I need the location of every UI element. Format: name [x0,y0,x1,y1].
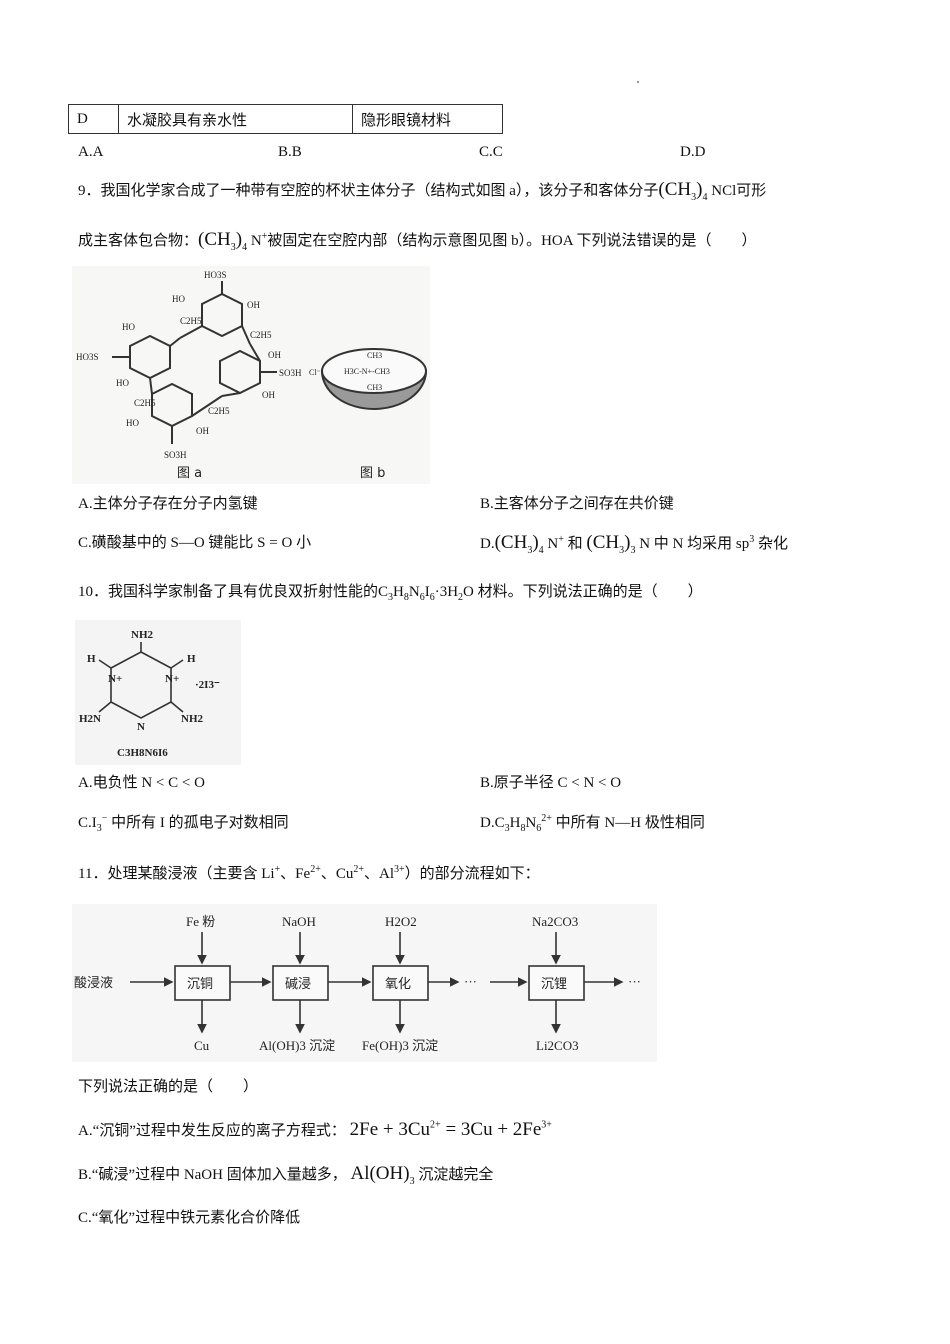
figure-melamine-salt: NH2 H H N+ N+ ·2I3⁻ H2N N NH2 C3H8N6I6 [75,620,241,765]
q10-stem-text: 10．我国科学家制备了具有优良双折射性能的 [78,584,379,600]
choice-b[interactable]: B.B [278,144,302,160]
table-cell-property: 水凝胶具有亲水性 [118,104,353,134]
svg-text:H3C-N+-CH3: H3C-N+-CH3 [344,367,390,376]
q9-stem-text2: 成主客体包合物： [78,233,199,249]
q11-option-a[interactable]: A.“沉铜”过程中发生反应的离子方程式： 2Fe + 3Cu2+ = 3Cu +… [78,1119,552,1140]
flow-product-cu: Cu [194,1038,210,1053]
svg-text:HO: HO [122,322,135,332]
figure-a-caption: 图 a [177,466,202,481]
svg-text:HO: HO [172,294,185,304]
svg-text:OH: OH [196,426,209,436]
svg-text:CH3: CH3 [367,383,382,392]
flow-step-alkali: 碱浸 [285,977,311,992]
q9-stem-text: 9．我国化学家合成了一种带有空腔的杯状主体分子（结构式如图 a），该分子和客体分… [78,183,659,199]
svg-text:NH2: NH2 [131,629,154,641]
svg-text:HO: HO [116,378,129,388]
q9-stem-text-end: 可形 [736,183,767,199]
svg-text:N+: N+ [108,673,122,685]
svg-text:HO3S: HO3S [204,270,227,280]
svg-text:H2N: H2N [79,713,101,725]
flow-reagent-fe: Fe 粉 [186,914,215,929]
triazine-structure-icon: NH2 H H N+ N+ ·2I3⁻ H2N N NH2 C3H8N6I6 [79,629,220,759]
svg-text:C2H5: C2H5 [180,316,202,326]
svg-text:OH: OH [268,350,281,360]
q9-stem-text2-end: 被固定在空腔内部（结构示意图见图 b）。HOA 下列说法错误的是（ ） [267,233,757,249]
q11-option-b[interactable]: B.“碱浸”过程中 NaOH 固体加入量越多， Al(OH)3 沉淀越完全 [78,1163,494,1187]
svg-text:H: H [187,653,196,665]
table-cell-label: D [68,104,119,134]
flow-ellipsis-1: ··· [464,974,477,989]
q11-option-a-text: A.“沉铜”过程中发生反应的离子方程式： [78,1123,346,1139]
q10-option-c[interactable]: C.I3− 中所有 I 的孤电子对数相同 [78,813,289,834]
flow-step-copper: 沉铜 [187,977,213,992]
svg-text:C2H5: C2H5 [208,406,230,416]
figure-b-caption: 图 b [360,466,385,481]
svg-text:N+: N+ [165,673,179,685]
q9-option-d[interactable]: D.(CH3)4 N+ 和 (CH3)3 N 中 N 均采用 sp3 杂化 [480,532,788,556]
process-flow-diagram: 酸浸液 沉铜 碱浸 氧化 沉锂 ··· ··· Fe 粉 NaOH H2O2 N… [72,904,657,1062]
svg-text:Cl⁻: Cl⁻ [309,368,321,377]
q11-option-c[interactable]: C.“氧化”过程中铁元素化合价降低 [78,1210,301,1226]
q9-option-a[interactable]: A.主体分子存在分子内氢键 [78,496,258,512]
svg-text:·2I3⁻: ·2I3⁻ [195,679,220,691]
svg-text:SO3H: SO3H [279,368,302,378]
flowchart-icon: 酸浸液 沉铜 碱浸 氧化 沉锂 ··· ··· Fe 粉 NaOH H2O2 N… [74,914,641,1053]
svg-text:NH2: NH2 [181,713,204,725]
flow-product-feoh3: Fe(OH)3 沉淀 [362,1038,438,1053]
figure-host-molecule: HO3S HO OH C2H5 C2H5 HO HO3S HO OH SO3H … [72,266,430,484]
svg-text:HO3S: HO3S [76,352,99,362]
q10-option-d[interactable]: D.C3H8N62+ 中所有 N—H 极性相同 [480,813,705,834]
svg-text:C2H5: C2H5 [250,330,272,340]
calixarene-structure-icon: HO3S HO OH C2H5 C2H5 HO HO3S HO OH SO3H … [76,270,428,481]
q11-option-b-text-end: 沉淀越完全 [418,1167,494,1183]
q9-stem-line1: 9．我国化学家合成了一种带有空腔的杯状主体分子（结构式如图 a），该分子和客体分… [78,179,767,203]
svg-text:C3H8N6I6: C3H8N6I6 [117,747,168,759]
q10-option-a[interactable]: A.电负性 N < C < O [78,775,205,791]
svg-text:CH3: CH3 [367,351,382,360]
flow-product-li2co3: Li2CO3 [536,1038,579,1053]
q10-stem: 10．我国科学家制备了具有优良双折射性能的C3H8N6I6·3H2O 材料。下列… [78,584,703,603]
choice-c[interactable]: C.C [479,144,503,160]
choice-a[interactable]: A.A [78,144,104,160]
q10-stem-text-end: 材料。下列说法正确的是（ ） [477,584,703,600]
flow-reagent-na2co3: Na2CO3 [532,914,578,929]
table-row: D 水凝胶具有亲水性 隐形眼镜材料 [68,104,503,134]
flow-step-oxidation: 氧化 [385,977,411,992]
q11-question: 下列说法正确的是（ ） [78,1079,259,1095]
svg-text:N: N [137,721,145,733]
q10-option-b[interactable]: B.原子半径 C < N < O [480,775,622,791]
svg-text:HO: HO [126,418,139,428]
q9-option-c[interactable]: C.磺酸基中的 S—O 键能比 S = O 小 [78,535,312,551]
svg-text:C2H5: C2H5 [134,398,156,408]
flow-input-label: 酸浸液 [74,976,113,991]
flow-reagent-naoh: NaOH [282,914,316,929]
options-table: D 水凝胶具有亲水性 隐形眼镜材料 [68,104,503,134]
flow-product-aloh3: Al(OH)3 沉淀 [259,1038,335,1053]
q9-option-b[interactable]: B.主客体分子之间存在共价键 [480,496,674,512]
flow-reagent-h2o2: H2O2 [385,914,417,929]
stray-dot [637,81,639,83]
svg-text:SO3H: SO3H [164,450,187,460]
q9-stem-line2: 成主客体包合物：(CH3)4 N+被固定在空腔内部（结构示意图见图 b）。HOA… [78,229,757,253]
q11-stem: 11．处理某酸浸液（主要含 Li+、Fe2+、Cu2+、Al3+）的部分流程如下… [78,864,540,883]
q11-option-b-text: B.“碱浸”过程中 NaOH 固体加入量越多， [78,1167,347,1183]
svg-text:OH: OH [262,390,275,400]
flow-ellipsis-2: ··· [628,974,641,989]
svg-text:OH: OH [247,300,260,310]
choice-d[interactable]: D.D [680,144,706,160]
q9-option-d-label: D. [480,536,495,552]
table-cell-use: 隐形眼镜材料 [352,104,503,134]
svg-text:H: H [87,653,96,665]
flow-step-lithium: 沉锂 [541,977,567,992]
